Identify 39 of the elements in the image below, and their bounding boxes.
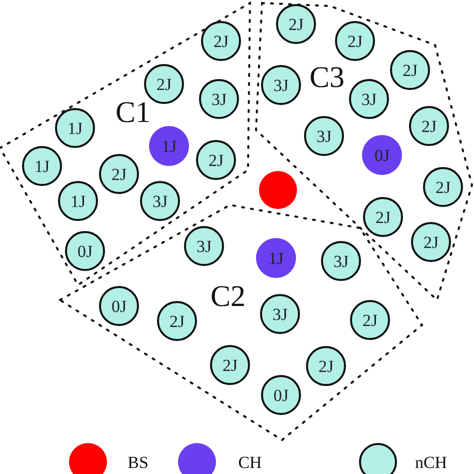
energy-label: 2J (421, 118, 437, 134)
cluster-label: C2 (210, 282, 246, 312)
energy-label: 3J (333, 252, 349, 270)
energy-label: 3J (196, 238, 212, 254)
energy-label: 1J (34, 158, 50, 174)
energy-label: 3J (316, 128, 332, 144)
energy-label: 3J (152, 192, 168, 210)
energy-label: 3J (361, 90, 377, 108)
energy-label: 2J (402, 62, 418, 78)
energy-label: 2J (423, 234, 439, 250)
energy-label: 2J (347, 32, 363, 50)
energy-label: 0J (77, 242, 93, 260)
energy-label: 2J (156, 76, 172, 92)
legend-label: BS (128, 454, 148, 471)
legend-label: CH (238, 454, 262, 471)
energy-label: 2J (318, 358, 334, 374)
cluster-region (0, 3, 250, 285)
legend-label: nCH (414, 454, 448, 471)
energy-label: 2J (375, 208, 391, 226)
energy-label: 3J (273, 76, 289, 94)
energy-label: 2J (169, 312, 185, 330)
energy-label: 1J (70, 192, 86, 210)
energy-label: 0J (273, 386, 289, 404)
energy-label: 2J (288, 16, 304, 32)
energy-label: 3J (272, 306, 288, 322)
energy-label: 0J (111, 298, 127, 314)
energy-label: 3J (211, 90, 227, 108)
cluster-label: C3 (310, 63, 344, 93)
energy-label: 2J (208, 152, 224, 168)
energy-label: 2J (362, 312, 378, 328)
energy-label: 1J (161, 138, 177, 154)
energy-label: 1J (67, 120, 83, 136)
energy-label: 0J (374, 146, 390, 164)
energy-label: 1J (268, 250, 284, 266)
energy-label: 2J (222, 356, 238, 374)
energy-label: 2J (213, 32, 229, 50)
energy-label: 2J (111, 166, 127, 182)
energy-label: 2J (435, 178, 451, 196)
cluster-label: C1 (116, 98, 150, 128)
